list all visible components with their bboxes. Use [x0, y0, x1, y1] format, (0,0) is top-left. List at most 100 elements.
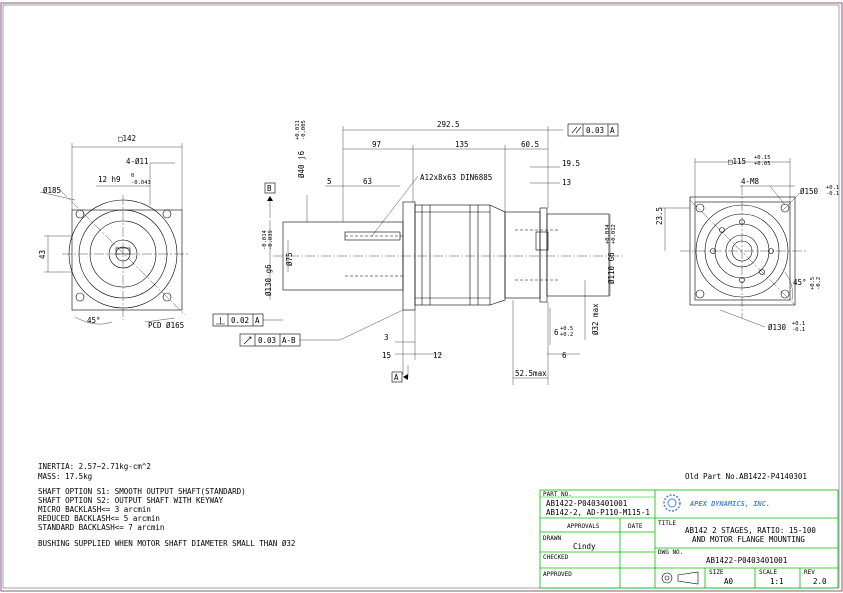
tb-drawn-label: DRAWN [543, 535, 561, 542]
datum-a-triangle [403, 374, 408, 380]
dim-sq115-tol-up: +0.15 [754, 155, 771, 161]
tb-scale: 1:1 [770, 577, 784, 586]
dim-23-5: 23.5 [655, 207, 664, 225]
dim-sq115: □115 [728, 157, 746, 166]
dim-angle-45-left: 45° [87, 316, 101, 325]
tb-title-line-2: AND MOTOR FLANGE MOUNTING [692, 535, 805, 544]
dim-d150: Ø150 [800, 187, 819, 196]
dim-292-5: 292.5 [437, 120, 460, 129]
datum-b-box [264, 182, 276, 194]
tb-size: A0 [724, 577, 734, 586]
motor-end-view [660, 158, 808, 328]
tb-date: DATE [628, 523, 643, 530]
dim-angle-45-right-tol-lo: -0.2 [816, 277, 822, 290]
company-logo [663, 494, 681, 512]
dim-13: 13 [562, 178, 571, 187]
dim-key-spec: A12x8x63 DIN6885 [420, 173, 492, 182]
tb-size-label: SIZE [709, 569, 724, 576]
dim-6: 6 [562, 351, 567, 360]
tb-part-no-1: AB1422-P0403401001 [546, 499, 627, 508]
dim-d130-right-tol-lo: -0.1 [792, 327, 805, 333]
dim-12: 12 [433, 351, 442, 360]
dim-4-m8: 4-M8 [741, 177, 760, 186]
tol-runout-value: 0.03 [258, 336, 276, 345]
note-inertia: INERTIA: 2.57~2.71kg-cm^2 [38, 462, 151, 471]
tb-dwg-no: AB1422-P0403401001 [706, 556, 787, 565]
sheet-inner-frame [2, 4, 840, 589]
dim-d150-tol-up: +0.1 [826, 185, 839, 191]
dim-63: 63 [363, 177, 372, 186]
tb-rev: 2.0 [813, 577, 827, 586]
dim-d130-group: Ø130 g6 -0.014 -0.039 [262, 229, 274, 296]
tol-runout-ref: A-B [282, 336, 296, 345]
tb-title-label: TITLE [658, 520, 676, 527]
dim-keyway-width: 12 h9 [98, 175, 121, 184]
tb-scale-label: SCALE [759, 569, 777, 576]
dim-97: 97 [372, 140, 381, 149]
dim-d110: Ø110 G6 [607, 252, 616, 284]
tol-perpendicular [212, 313, 264, 327]
dim-15: 15 [382, 351, 391, 360]
dim-d130-right-tol-up: +0.1 [792, 321, 805, 327]
tb-checked-label: CHECKED [543, 554, 569, 561]
dim-6-tol: 6 [554, 328, 559, 337]
dim-sq142: □142 [118, 134, 136, 143]
datum-b-label: B [267, 184, 272, 193]
dim-keyway-tol-lo: -0.043 [131, 180, 151, 186]
title-block-lines [539, 489, 839, 589]
dim-d130-tol-lo: -0.039 [268, 230, 274, 250]
dim-d40-tol-lo: -0.005 [301, 120, 307, 140]
dim-19-5: 19.5 [562, 159, 580, 168]
output-end-view [39, 143, 190, 325]
dim-d130-right: Ø130 [768, 323, 787, 332]
note-shaft-s1: SHAFT OPTION S1: SMOOTH OUTPUT SHAFT(STA… [38, 487, 246, 496]
dim-d185: Ø185 [43, 186, 61, 195]
dim-d32-max: Ø32 max [591, 303, 600, 335]
tol-parallel [567, 123, 619, 137]
dim-d40-tol-up: +0.011 [295, 120, 301, 140]
dim-6-tol-up: +0.5 [560, 326, 573, 332]
tol-parallel-value: 0.03 [586, 126, 604, 135]
tol-perpendicular-ref: A [255, 316, 260, 325]
dim-43: 43 [38, 250, 47, 259]
tol-parallel-ref: A [610, 126, 615, 135]
dim-d110-group: Ø110 G6 +0.034 +0.012 [605, 223, 617, 284]
dim-angle-45-right-tol-up: +0.5 [810, 277, 816, 290]
projection-symbol [661, 571, 699, 585]
dim-pcd165: PCD Ø165 [148, 321, 184, 330]
note-reduced-backlash: REDUCED BACKLASH<= 5 arcmin [38, 514, 160, 523]
tb-title-line-1: AB142 2 STAGES, RATIO: 15-100 [685, 526, 816, 535]
note-bushing: BUSHING SUPPLIED WHEN MOTOR SHAFT DIAMET… [38, 539, 295, 548]
dim-holes-4x11: 4-Ø11 [126, 157, 149, 166]
note-old-part-no: Old Part No.AB1422-P4140301 [685, 472, 807, 481]
tol-perpendicular-value: 0.02 [231, 316, 249, 325]
tb-part-no-2: AB142-2, AD-P110-M115-1 [546, 508, 650, 517]
note-shaft-s2: SHAFT OPTION S2: OUTPUT SHAFT WITH KEYWA… [38, 496, 224, 505]
side-view [263, 126, 625, 385]
dim-d110-tol-lo: +0.012 [611, 224, 617, 244]
dim-keyway-tol-up: 0 [131, 173, 134, 179]
tb-company-name: APEX DYNAMICS, INC. [689, 500, 770, 508]
dim-d130-tol-up: -0.014 [262, 229, 268, 250]
dim-sq115-tol-lo: +0.05 [754, 161, 771, 167]
dim-5: 5 [327, 177, 332, 186]
dim-60-5: 60.5 [521, 140, 539, 149]
tb-dwg-label: DWG NO. [658, 549, 683, 556]
tb-part-no-label: PART NO. [543, 491, 572, 498]
dim-angle-45-right: 45° [793, 278, 807, 287]
dim-d150-tol-lo: -0.1 [826, 191, 839, 197]
tb-approvals: APPROVALS [567, 523, 600, 530]
note-micro-backlash: MICRO BACKLASH<= 3 arcmin [38, 505, 151, 514]
datum-a-label: A [394, 373, 399, 382]
dim-d40: Ø40 j6 [297, 150, 306, 178]
dim-52-5-max: 52.5max [515, 369, 547, 378]
tol-runout [239, 333, 301, 347]
dim-135: 135 [455, 140, 469, 149]
dim-d130: Ø130 g6 [264, 264, 273, 296]
tb-drawn-by: Cindy [573, 542, 596, 551]
tb-rev-label: REV [804, 569, 815, 576]
datum-a-box [391, 371, 403, 383]
dim-d110-tol-up: +0.034 [605, 223, 611, 244]
dim-6-tol-lo: +0.2 [560, 332, 573, 338]
